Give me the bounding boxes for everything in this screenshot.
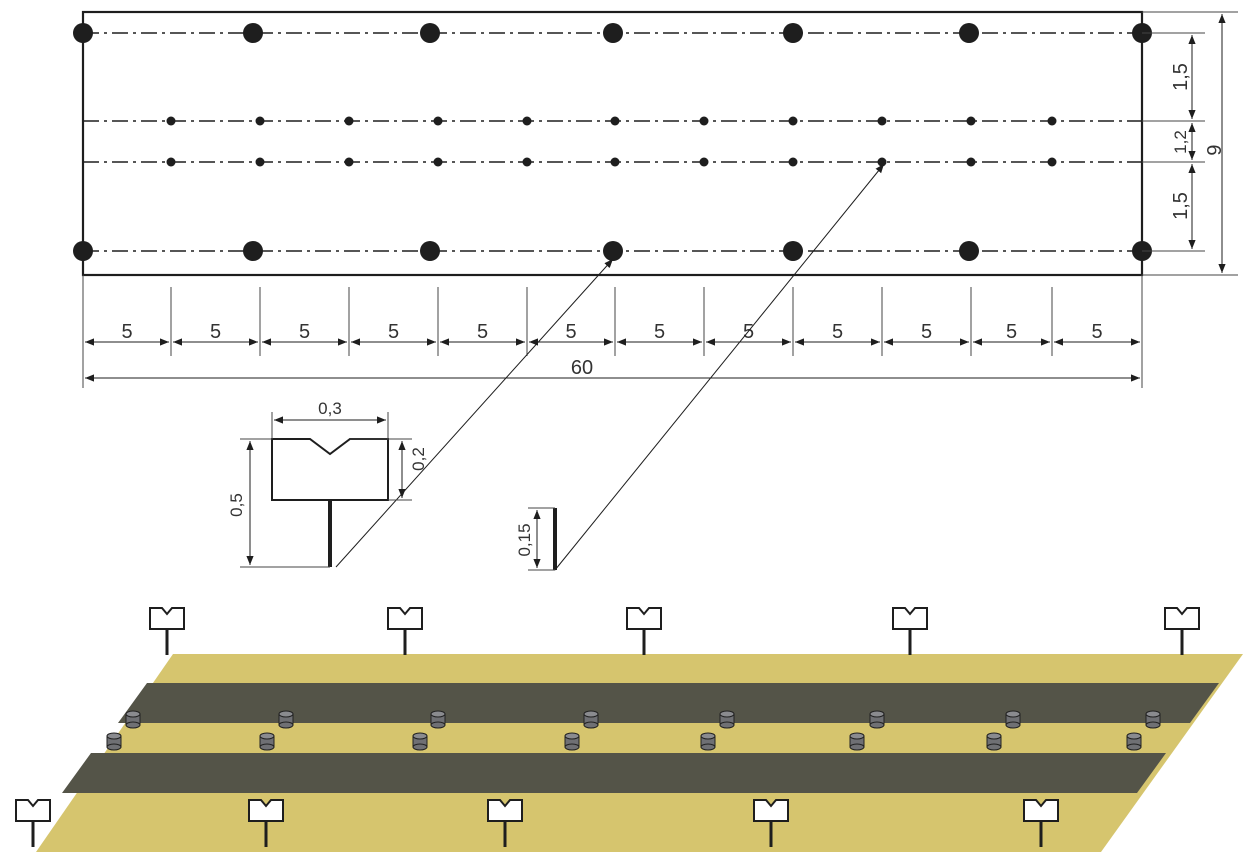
- peg-3d: [849, 732, 865, 751]
- sign-notch-label: 0,2: [409, 447, 428, 471]
- perspective-pegs: [106, 710, 1161, 751]
- sign-marker: [420, 23, 440, 43]
- sign-marker: [603, 241, 623, 261]
- row-gap-label-2: 1,2: [1171, 130, 1190, 154]
- sign-detail: 0,3 0,2 0,5: [227, 399, 428, 568]
- sign-marker: [73, 23, 93, 43]
- segment-length-label: 5: [121, 321, 132, 343]
- peg-3d: [986, 732, 1002, 751]
- sign-marker-3d: [892, 607, 928, 655]
- sign-marker-3d: [626, 607, 662, 655]
- sign-marker-3d: [248, 799, 284, 847]
- peg-marker: [344, 157, 354, 167]
- peg-3d: [700, 732, 716, 751]
- sign-marker-3d: [1164, 607, 1200, 655]
- total-width-dimension: 60: [82, 275, 1143, 388]
- segment-length-label: 5: [654, 321, 665, 343]
- peg-markers: [166, 116, 1057, 167]
- peg-marker: [877, 116, 887, 126]
- peg-3d: [412, 732, 428, 751]
- segment-length-label: 5: [1006, 321, 1017, 343]
- peg-marker: [610, 116, 620, 126]
- peg-marker: [788, 157, 798, 167]
- sign-marker: [959, 241, 979, 261]
- sign-marker-3d: [753, 799, 789, 847]
- sign-marker: [959, 23, 979, 43]
- peg-3d: [278, 710, 294, 729]
- leader-to-sign-detail: [335, 258, 614, 568]
- peg-marker: [966, 157, 976, 167]
- peg-marker: [255, 157, 265, 167]
- peg-marker: [1047, 116, 1057, 126]
- peg-3d: [125, 710, 141, 729]
- sign-marker-3d: [487, 799, 523, 847]
- perspective-view: [15, 607, 1243, 852]
- peg-3d: [719, 710, 735, 729]
- peg-marker: [966, 116, 976, 126]
- peg-3d: [259, 732, 275, 751]
- segment-length-label: 5: [477, 321, 488, 343]
- total-width-label: 60: [571, 357, 593, 379]
- sign-marker: [783, 241, 803, 261]
- peg-3d: [564, 732, 580, 751]
- segment-length-label: 5: [210, 321, 221, 343]
- row-gap-label-3: 1,5: [1170, 192, 1192, 220]
- perspective-signs: [15, 607, 1200, 847]
- plot-outline: [81, 10, 1144, 277]
- peg-marker: [344, 116, 354, 126]
- sign-marker-3d: [1023, 799, 1059, 847]
- leader-to-peg-detail: [554, 163, 885, 571]
- peg-marker: [699, 116, 709, 126]
- peg-marker: [877, 157, 887, 167]
- peg-marker: [522, 116, 532, 126]
- sign-board: [271, 438, 389, 501]
- peg-3d: [430, 710, 446, 729]
- peg-marker: [166, 157, 176, 167]
- sign-marker-3d: [15, 799, 51, 847]
- peg-3d: [1005, 710, 1021, 729]
- sign-marker: [243, 23, 263, 43]
- peg-marker: [788, 116, 798, 126]
- row-gap-label-1: 1,5: [1170, 63, 1192, 91]
- peg-height-label: 0,15: [515, 523, 534, 556]
- peg-marker: [699, 157, 709, 167]
- peg-3d: [1145, 710, 1161, 729]
- sign-width-label: 0,3: [318, 399, 342, 418]
- peg-3d: [1126, 732, 1142, 751]
- total-height-label: 6: [1202, 144, 1224, 155]
- peg-marker: [166, 116, 176, 126]
- peg-marker: [610, 157, 620, 167]
- segment-length-label: 5: [299, 321, 310, 343]
- peg-marker: [255, 116, 265, 126]
- peg-marker: [433, 157, 443, 167]
- segment-length-label: 5: [832, 321, 843, 343]
- peg-3d: [869, 710, 885, 729]
- sign-marker: [243, 241, 263, 261]
- segment-length-label: 5: [921, 321, 932, 343]
- segment-length-label: 5: [1091, 321, 1102, 343]
- peg-marker: [433, 116, 443, 126]
- sign-marker: [73, 241, 93, 261]
- sign-marker-3d: [387, 607, 423, 655]
- peg-detail: 0,15: [515, 507, 557, 571]
- segment-length-label: 5: [565, 321, 576, 343]
- dark-row-strip-1: [118, 683, 1219, 723]
- sign-marker-3d: [149, 607, 185, 655]
- sign-marker: [603, 23, 623, 43]
- sign-markers: [73, 23, 1152, 261]
- sign-marker: [420, 241, 440, 261]
- peg-marker: [522, 157, 532, 167]
- peg-3d: [106, 732, 122, 751]
- vertical-dimensions: 6 1,5 1,2 1,5: [1142, 11, 1238, 276]
- dark-row-strip-2: [62, 753, 1166, 793]
- peg-marker: [1047, 157, 1057, 167]
- sign-marker: [783, 23, 803, 43]
- peg-3d: [583, 710, 599, 729]
- sign-height-label: 0,5: [227, 493, 246, 517]
- segment-length-label: 5: [388, 321, 399, 343]
